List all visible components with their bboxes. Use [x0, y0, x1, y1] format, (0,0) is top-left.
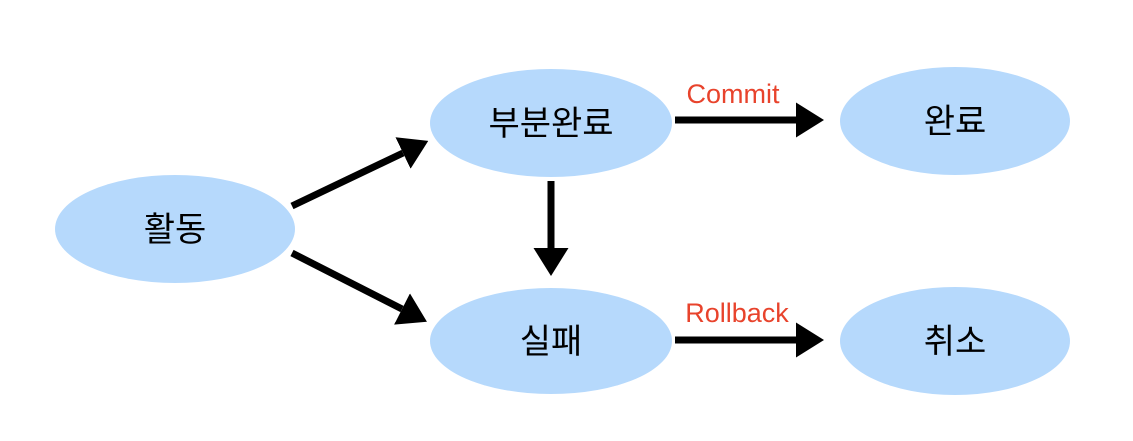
- edge-label-commit: Commit: [687, 79, 780, 109]
- node-partial-complete-ellipse: [430, 69, 672, 177]
- node-failure: 실패: [430, 288, 672, 394]
- edge-activity-to-partial-complete: [290, 137, 429, 210]
- node-failure-label: 실패: [520, 323, 583, 361]
- node-failure-ellipse: [430, 288, 672, 394]
- node-cancel: 취소: [840, 287, 1070, 395]
- node-complete: 완료: [840, 67, 1070, 175]
- node-cancel-ellipse: [840, 287, 1070, 395]
- node-activity: 활동: [55, 175, 295, 283]
- node-complete-label: 완료: [924, 103, 987, 141]
- edge-label-rollback: Rollback: [685, 298, 789, 328]
- node-partial-complete-label: 부분완료: [488, 105, 613, 143]
- node-cancel-label: 취소: [924, 323, 987, 361]
- node-activity-ellipse: [55, 175, 295, 283]
- node-complete-ellipse: [840, 67, 1070, 175]
- node-partial-complete: 부분완료: [430, 69, 672, 177]
- edge-activity-to-failure: [290, 249, 427, 325]
- node-activity-label: 활동: [144, 211, 207, 249]
